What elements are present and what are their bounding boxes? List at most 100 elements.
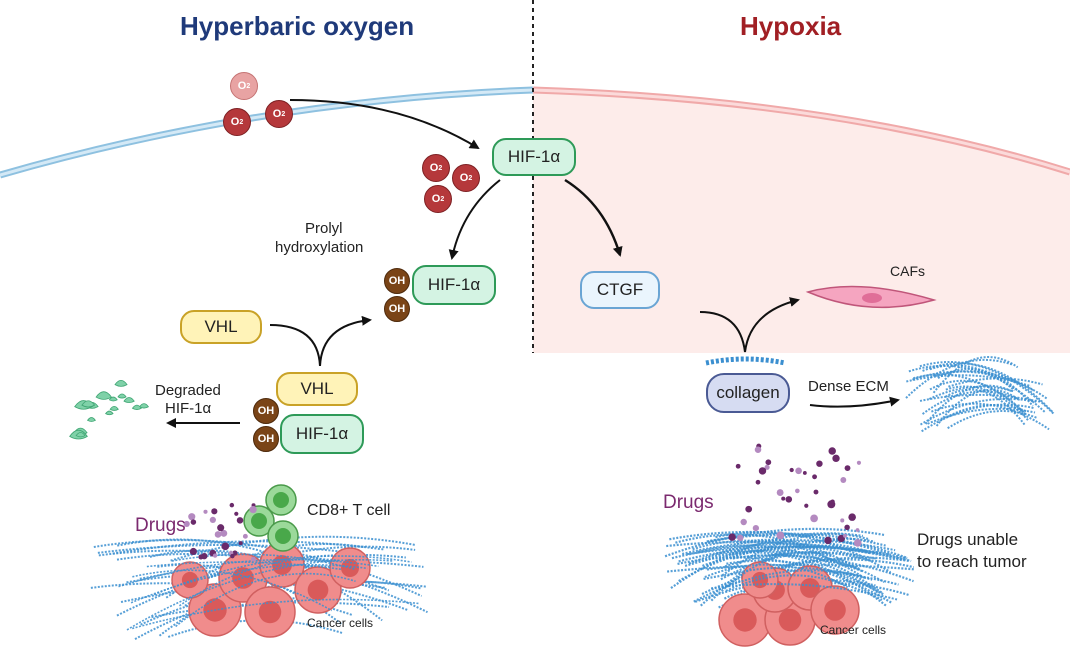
dense-ecm-fiber xyxy=(919,393,1041,403)
drug-particle xyxy=(776,489,784,496)
cell-membrane-left xyxy=(0,86,534,179)
ecm-fiber xyxy=(710,545,842,602)
degraded-fragment xyxy=(108,396,118,402)
prolyl-label-line1: Prolyl xyxy=(305,220,343,237)
dense-ecm-fiber xyxy=(905,358,1013,399)
dense-ecm-fiber xyxy=(930,402,1050,431)
degraded-fragment xyxy=(109,406,119,411)
hydroxyl-group: OH xyxy=(253,426,279,452)
drug-particle xyxy=(745,505,753,513)
drugs-unable-line1: Drugs unable xyxy=(917,530,1019,549)
degraded-fragment xyxy=(95,391,113,400)
ecm-fiber xyxy=(126,558,393,631)
drug-particle xyxy=(758,467,767,475)
collagen-node: collagen xyxy=(706,373,790,413)
drug-particle xyxy=(810,514,818,523)
dense-ecm-fiber xyxy=(935,370,1048,400)
drug-particle xyxy=(837,534,845,543)
drug-particle xyxy=(212,553,218,558)
cancer-cell-nucleus xyxy=(307,579,329,601)
arrow-o2-to-hif xyxy=(289,99,480,150)
drug-particle xyxy=(804,503,809,508)
degraded-fragment xyxy=(75,432,86,438)
ecm-fiber xyxy=(93,539,423,597)
drug-particle xyxy=(813,489,819,495)
dense-ecm-fiber xyxy=(929,379,1027,416)
cancer-cell-nucleus xyxy=(258,600,282,624)
ecm-fiber xyxy=(178,558,340,607)
cancer-cells-right xyxy=(718,561,860,647)
drug-particle xyxy=(188,513,196,521)
ecm-fiber xyxy=(132,569,333,612)
drug-particle xyxy=(840,477,847,483)
ecm-fiber xyxy=(664,527,885,558)
ecm-fiber xyxy=(670,532,864,589)
cd8-t-cell-label: CD8+ T cell xyxy=(307,502,391,519)
degraded-fragment xyxy=(81,400,96,408)
degraded-fragment xyxy=(117,393,127,399)
vhl-node: VHL xyxy=(180,310,262,344)
drug-particle xyxy=(812,474,818,480)
drug-particle xyxy=(776,531,785,540)
drug-particle xyxy=(832,454,840,463)
hydroxyl-group: OH xyxy=(384,268,410,294)
drug-particle xyxy=(802,471,807,475)
ecm-fiber xyxy=(666,540,905,561)
cancer-cells-label-left: Cancer cells xyxy=(307,616,374,630)
dense-ecm-label: Dense ECM xyxy=(808,378,889,395)
ecm-fiber xyxy=(726,559,884,596)
dense-ecm-fiber xyxy=(927,407,1036,425)
drug-particle xyxy=(251,556,256,562)
drug-particle xyxy=(795,488,800,494)
drug-particle xyxy=(203,509,208,514)
drug-particle xyxy=(828,447,836,455)
dense-ecm-fiber xyxy=(928,385,1015,400)
drug-particle xyxy=(234,511,239,516)
dense-ecm-fiber xyxy=(906,374,1032,388)
ecm-fiber xyxy=(131,598,420,630)
dense-ecm-fiber xyxy=(929,364,1016,392)
drug-particle xyxy=(848,513,856,521)
hypoxia-background xyxy=(533,88,1070,353)
hydroxyl-group: OH xyxy=(253,398,279,424)
hif1a-node: HIF-1α xyxy=(492,138,576,176)
ecm-fiber xyxy=(153,555,412,596)
dense-ecm-fiber xyxy=(947,410,1039,430)
ecm-fiber xyxy=(731,549,885,583)
drug-particle xyxy=(229,502,235,508)
drug-particles-right xyxy=(728,443,862,547)
degraded-fragment xyxy=(105,410,114,416)
ecm-fiber xyxy=(701,558,914,595)
drug-particle xyxy=(214,531,222,538)
collagen-strand xyxy=(705,356,786,366)
dense-ecm-fibers xyxy=(905,356,1055,433)
degraded-fragment xyxy=(131,404,142,410)
cafs-label: CAFs xyxy=(890,263,925,279)
drugs-label-left: Drugs xyxy=(135,515,186,536)
dense-ecm-fiber xyxy=(937,367,1034,407)
drug-particle xyxy=(220,529,228,537)
ecm-fiber xyxy=(732,554,864,573)
hif1a-complex-node: HIF-1α xyxy=(280,414,364,454)
ecm-fiber xyxy=(146,561,342,571)
cancer-cell-nucleus xyxy=(824,599,846,621)
title-hypoxia: Hypoxia xyxy=(740,11,842,41)
drug-particle xyxy=(217,524,225,532)
drug-particle xyxy=(827,500,836,509)
ecm-fiber xyxy=(720,551,872,581)
drug-particle xyxy=(795,467,802,475)
drug-particle xyxy=(189,547,197,556)
ecm-fiber xyxy=(718,569,862,591)
ecm-fiber xyxy=(171,553,355,570)
dense-ecm-fiber xyxy=(935,388,1021,427)
drug-particle xyxy=(824,536,832,545)
dense-ecm-fiber xyxy=(912,373,1027,415)
drug-particle xyxy=(781,496,786,501)
